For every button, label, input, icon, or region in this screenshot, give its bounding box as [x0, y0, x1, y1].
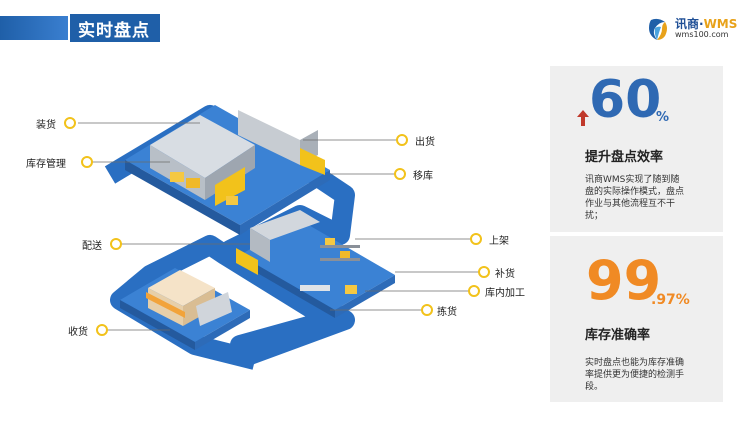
stat-unit-accuracy: .97%: [651, 292, 690, 308]
label-loading: 装货: [36, 120, 56, 131]
marker-icon-inventory: [81, 156, 93, 168]
warehouse-roof: [150, 115, 255, 178]
arrow-up-icon: [577, 110, 589, 126]
marker-icon-move: [394, 168, 406, 180]
marker-icon-loading: [64, 117, 76, 129]
header-title-block: [70, 14, 160, 42]
label-replenish: 补货: [495, 269, 515, 280]
label-processing: 库内加工: [485, 288, 525, 299]
marker-icon-shelving: [470, 233, 482, 245]
logo-name-en: WMS: [703, 17, 738, 31]
stat-desc-efficiency: 讯商WMS实现了随到随盘的实际操作模式，盘点作业与其他流程互不干扰；: [585, 175, 685, 221]
header-accent-bar: [0, 16, 68, 40]
stat-panel-accuracy: 99 .97% 库存准确率 实时盘点也能为库存准确率提供更为便捷的检测手段。: [550, 236, 723, 402]
marker-icon-processing: [468, 285, 480, 297]
logo-url: wms100.com: [675, 30, 729, 39]
stat-desc-accuracy: 实时盘点也能为库存准确率提供更为便捷的检测手段。: [585, 358, 685, 392]
truck-top: [238, 110, 300, 165]
stat-panel-efficiency: 60 % 提升盘点效率 讯商WMS实现了随到随盘的实际操作模式，盘点作业与其他流…: [550, 66, 723, 232]
label-receiving: 收货: [68, 327, 88, 338]
marker-icon-picking: [421, 304, 433, 316]
shop-building: [148, 270, 215, 306]
stat-value-efficiency: 60: [589, 70, 662, 130]
label-picking: 拣货: [437, 307, 457, 318]
brand-logo: 讯商·WMS wms100.com: [643, 14, 738, 44]
marker-icon-replenish: [478, 266, 490, 278]
logo-mark-icon: [645, 16, 671, 42]
warehouse-illustration: [64, 105, 490, 370]
truck-middle-cab: [236, 248, 258, 275]
label-shipping: 出货: [415, 137, 435, 148]
label-move: 移库: [413, 171, 433, 182]
label-shelving: 上架: [489, 236, 509, 247]
stat-value-accuracy: 99: [586, 249, 662, 312]
marker-icon-shipping: [396, 134, 408, 146]
marker-icons: [64, 117, 490, 336]
road-path: [104, 105, 355, 370]
stat-title-efficiency: 提升盘点效率: [585, 150, 664, 165]
label-inventory-management: 库存管理: [26, 159, 66, 170]
logo-name-cn: 讯商·: [675, 17, 704, 31]
marker-icon-receiving: [96, 324, 108, 336]
leader-lines: [78, 122, 480, 331]
stat-unit-efficiency: %: [656, 110, 670, 125]
stat-title-accuracy: 库存准确率: [585, 328, 651, 343]
marker-icon-delivery: [110, 238, 122, 250]
page-title: 实时盘点: [78, 21, 150, 41]
label-delivery: 配送: [82, 241, 102, 252]
